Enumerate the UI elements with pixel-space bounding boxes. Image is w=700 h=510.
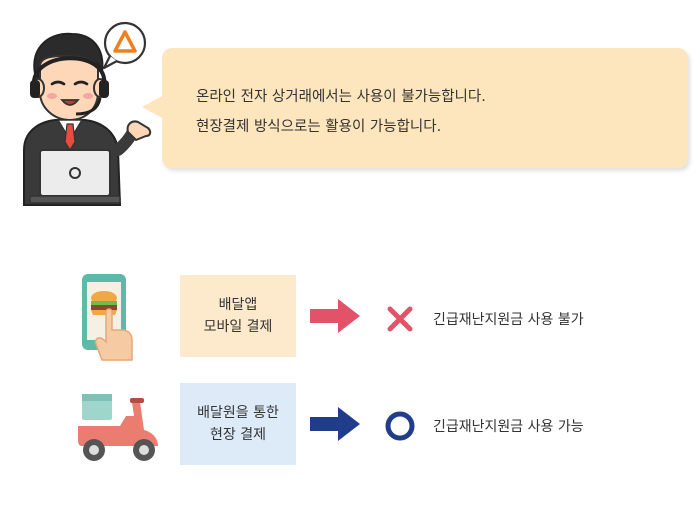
warning-bubble-icon [102,21,147,70]
delivery-app-label-line-1: 배달앱 [218,297,258,313]
speech-bubble [162,48,688,168]
speech-line-2: 현장결제 방식으로는 활용이 가능합니다. [196,119,442,135]
delivery-app-label-line-2: 모바일 결제 [203,319,273,335]
cross-icon [387,306,413,332]
arrow-right-icon [310,407,360,441]
onsite-payment-label-line-2: 현장 결제 [210,427,266,443]
result-available: 긴급재난지원금 사용 가능 [433,419,584,435]
call-center-operator-illustration [23,21,152,206]
delivery-scooter-icon [78,394,158,461]
result-not-available: 긴급재난지원금 사용 불가 [433,312,584,328]
speech-bubble-tail [142,95,164,119]
delivery-app-box: 배달앱 모바일 결제 [180,275,296,357]
phone-delivery-app-icon [82,274,133,361]
arrow-right-icon [310,299,360,333]
speech-text: 온라인 전자 상거래에서는 사용이 불가능합니다. 현장결제 방식으로는 활용이… [196,82,666,142]
onsite-payment-box: 배달원을 통한 현장 결제 [180,383,296,465]
onsite-payment-label-line-1: 배달원을 통한 [197,405,279,421]
circle-icon [385,411,415,441]
speech-line-1: 온라인 전자 상거래에서는 사용이 불가능합니다. [196,89,486,105]
